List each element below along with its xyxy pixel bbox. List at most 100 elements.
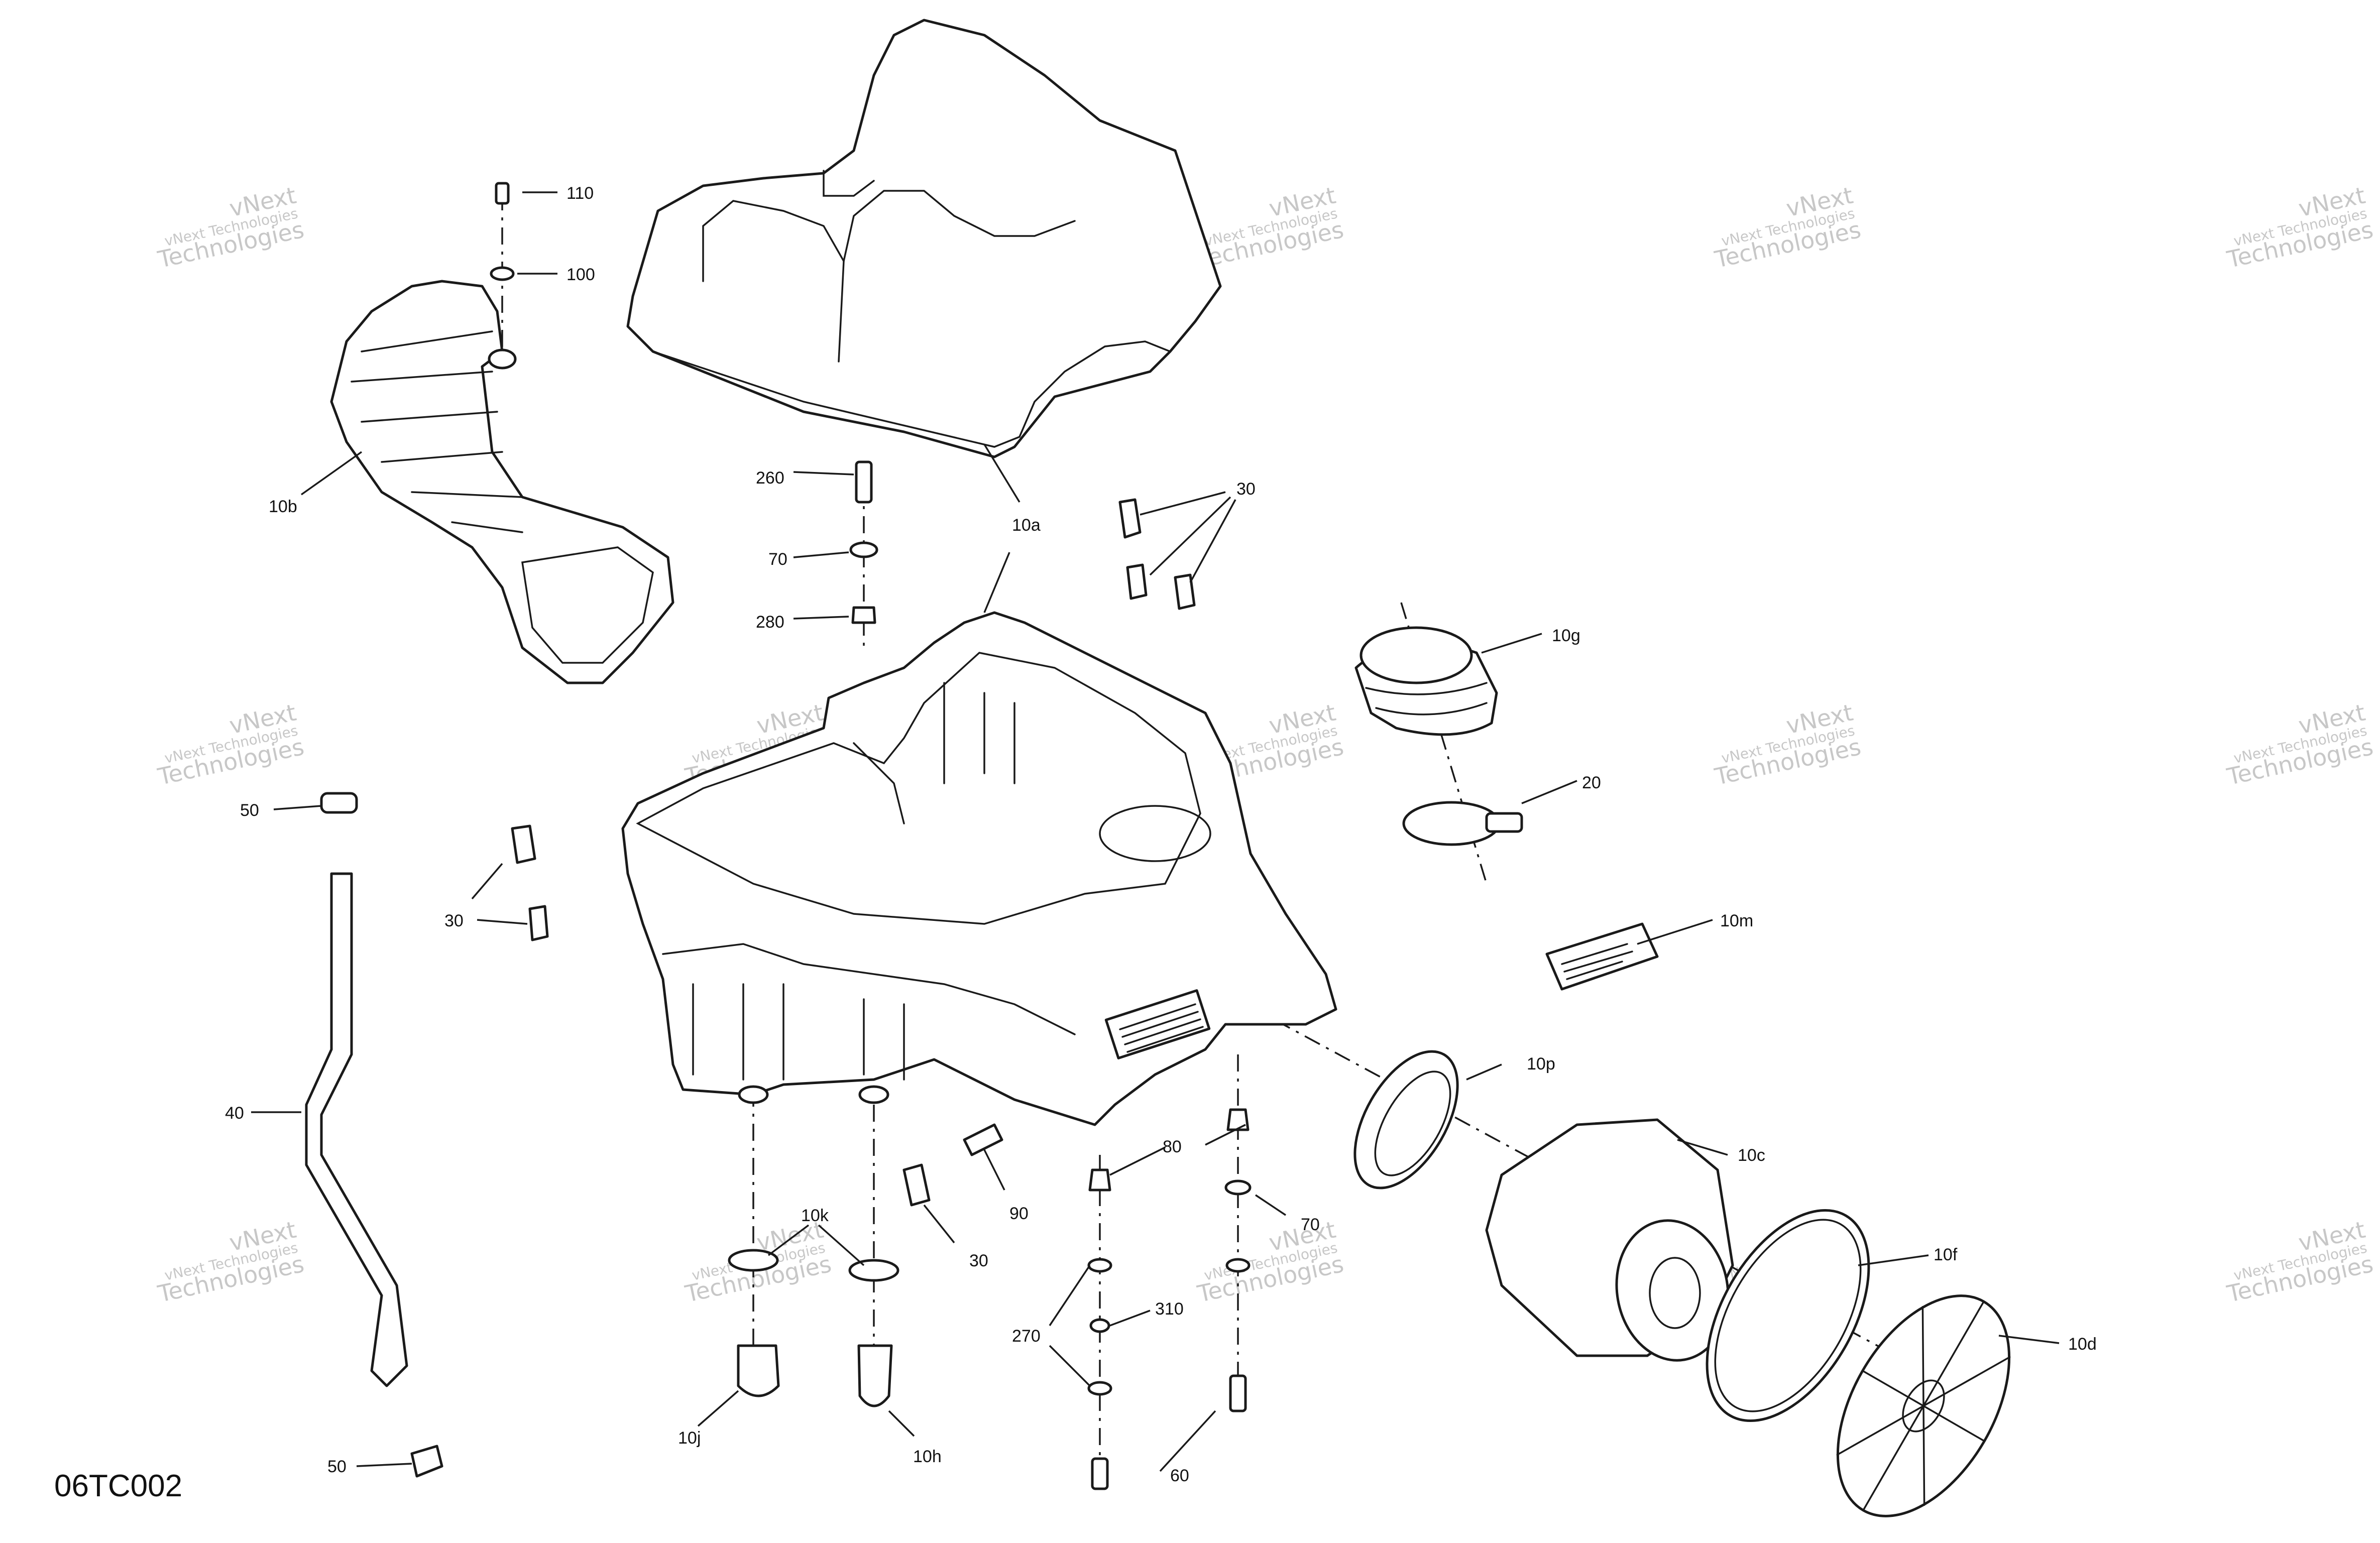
clamp-50-bottom — [410, 1445, 443, 1478]
leader-line — [1677, 1139, 1728, 1156]
leader-line — [1109, 1146, 1166, 1176]
leader-line — [1109, 1310, 1151, 1327]
watermark: vNext Technologies vNext Technologies — [155, 699, 306, 791]
leader-line — [793, 616, 849, 620]
watermark: vNext Technologies vNext Technologies — [155, 182, 306, 274]
drain-hose-40 — [305, 792, 443, 1478]
airbox-cover-10a — [626, 19, 1222, 458]
leader-line — [888, 1410, 915, 1437]
bolt-260 — [855, 460, 873, 504]
cover-hub — [1902, 1379, 1945, 1433]
leader-line — [1466, 1063, 1502, 1081]
leader-line — [471, 863, 503, 900]
callout-30: 30 — [444, 911, 464, 930]
callout-30: 30 — [1236, 480, 1256, 499]
bolt-90 — [963, 1123, 1003, 1156]
filter-seal-10p — [1353, 1050, 1459, 1190]
washer-70 — [1224, 1179, 1252, 1196]
boot-flange — [1359, 626, 1473, 684]
airbox-base-outline — [621, 611, 1337, 1126]
callout-90: 90 — [1009, 1204, 1029, 1223]
gasket-ring — [1706, 1209, 1870, 1422]
drain-cap-10h — [857, 1344, 893, 1407]
leader-line — [1255, 1194, 1286, 1216]
callout-40: 40 — [225, 1104, 244, 1123]
label-text-lines — [1561, 943, 1633, 980]
leader-line — [1521, 780, 1577, 804]
gasket-inner — [1714, 1219, 1862, 1412]
callouts: 110 100 10b 260 70 280 10a 30 10g 20 10m… — [225, 184, 2097, 1485]
callout-70: 70 — [768, 550, 787, 569]
watermark: vNext Technologies vNext Technologies — [2224, 182, 2375, 274]
grommet-280 — [851, 606, 876, 624]
leader-line — [793, 551, 849, 558]
callout-270: 270 — [1012, 1327, 1041, 1346]
callout-280: 280 — [756, 613, 784, 632]
watermark: vNext Technologies vNext Technologies — [1195, 1216, 1346, 1308]
leader-line — [1049, 1265, 1091, 1326]
diagram-code: 06TC002 — [54, 1469, 182, 1503]
airbox-base-side — [662, 943, 1076, 1081]
hose-clamp-20 — [1402, 801, 1523, 846]
leader-lines — [251, 191, 2060, 1472]
drain-cap-10j — [737, 1344, 780, 1397]
leader-line — [697, 1390, 739, 1427]
callout-30: 30 — [969, 1251, 988, 1270]
mid-fasteners — [902, 1123, 1003, 1207]
airbox-cover-ridge — [702, 200, 845, 363]
airbox-base-inner — [853, 682, 1015, 824]
leader-line — [983, 552, 1010, 613]
hose-body — [305, 872, 408, 1387]
callout-50: 50 — [327, 1457, 347, 1476]
airbox-cover-ridge — [843, 190, 1076, 262]
filter-assembly — [1353, 1050, 2011, 1517]
watermark: vNext Technologies vNext Technologies — [155, 1216, 306, 1308]
callout-10b: 10b — [269, 497, 297, 516]
washer-270 — [1225, 1258, 1251, 1273]
airbox-fitting — [738, 1085, 769, 1104]
clip-30 — [1126, 563, 1148, 600]
seal-inner — [1374, 1071, 1451, 1176]
cover-spokes — [1836, 1300, 2011, 1511]
leader-line — [1858, 1254, 1929, 1266]
watermark: vNext Technologies vNext Technologies — [1712, 182, 1863, 274]
washer-100 — [490, 266, 515, 281]
leader-line — [1189, 499, 1236, 583]
leader-line — [818, 1224, 865, 1266]
callout-10g: 10g — [1552, 626, 1580, 645]
leader-line — [983, 1149, 1005, 1191]
clip-30 — [1118, 498, 1142, 539]
washer-270 — [1087, 1258, 1112, 1273]
callout-70: 70 — [1301, 1215, 1320, 1234]
warning-label-10m — [1545, 922, 1659, 991]
clip-30 — [528, 905, 549, 941]
leader-line — [1637, 919, 1713, 945]
leader-line — [477, 919, 528, 925]
spring-clamp-10k — [728, 1249, 779, 1272]
clip-30 — [511, 824, 536, 864]
screw-110 — [495, 182, 510, 205]
spacer-310 — [1089, 1318, 1110, 1333]
filter-gasket-10f — [1706, 1209, 1870, 1422]
clamp-screw — [1485, 812, 1523, 833]
filter-cover-10d — [1836, 1294, 2011, 1517]
leader-line — [1205, 1124, 1246, 1146]
airbox-cover-handle — [823, 170, 875, 197]
callout-10f: 10f — [1934, 1245, 1958, 1264]
callout-10k: 10k — [801, 1206, 829, 1225]
callout-260: 260 — [756, 468, 784, 488]
leader-line — [356, 1463, 412, 1467]
callout-10d: 10d — [2068, 1335, 2097, 1354]
seal-outer — [1353, 1050, 1459, 1190]
boot-ribs — [1365, 682, 1488, 716]
leader-line — [923, 1204, 955, 1244]
snorkel-mount-eye — [488, 348, 517, 370]
leader-line — [1049, 1345, 1091, 1387]
callout-10j: 10j — [678, 1429, 701, 1448]
clamp-band — [1402, 801, 1501, 846]
leader-line — [1481, 633, 1542, 654]
filter-end-cap — [1615, 1219, 1730, 1362]
callout-60: 60 — [1170, 1466, 1189, 1485]
intake-snorkel-10b — [330, 280, 674, 684]
bolt-stack-top — [849, 460, 878, 624]
